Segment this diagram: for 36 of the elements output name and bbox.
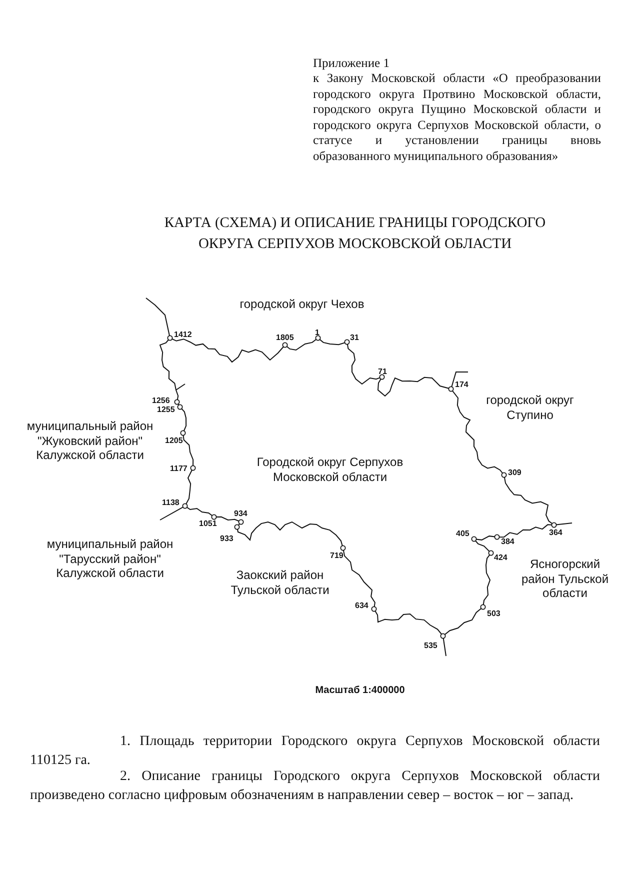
paragraph: 2. Описание границы Городского округа Серпухов Московской области произведено согласно цифровым обозначениям в направлении север – восток – юг – запад. xyxy=(30,768,600,804)
point-number: 1138 xyxy=(162,498,180,507)
point-number: 1805 xyxy=(276,333,294,342)
point-number: 503 xyxy=(487,609,500,618)
appendix-note: к Закону Московской области «О преобразовании городского округа Протвино Московской области, городского округа Пущино Московской области и городского округа Серпухов Московской области, о статусе и установлении границы вновь образованного муниципального образования» xyxy=(313,71,601,165)
point-number: 174 xyxy=(455,380,468,389)
point-number: 1205 xyxy=(165,436,183,445)
point-number: 71 xyxy=(378,367,387,376)
region-label: Городской округ Серпухов Московской области xyxy=(256,455,404,484)
point-number: 933 xyxy=(220,534,234,543)
point-number: 424 xyxy=(494,553,508,562)
region-label: муниципальный район "Жуковский район" Калужской области xyxy=(26,419,154,462)
region-label: Заокский район Тульской области xyxy=(230,568,330,597)
appendix-note: Приложение 1 xyxy=(313,56,390,72)
point-number: 634 xyxy=(355,601,368,610)
region-label: муниципальный район "Тарусский район" Калужской области xyxy=(46,537,174,580)
region-label: городской округ Ступино xyxy=(485,393,575,422)
point-number: 934 xyxy=(234,509,248,518)
point-number: 31 xyxy=(350,333,359,342)
scale-label: Масштаб 1:400000 xyxy=(314,685,406,697)
point-number: 1177 xyxy=(170,464,188,473)
region-label: Ясногорский район Тульской области xyxy=(520,557,610,600)
title: КАРТА (СХЕМА) И ОПИСАНИЕ ГРАНИЦЫ ГОРОДСКОГО ОКРУГА СЕРПУХОВ МОСКОВСКОЙ ОБЛАСТИ xyxy=(163,214,547,254)
point-number: 364 xyxy=(549,528,562,537)
paragraph: 1. Площадь территории Городского округа Серпухов Московской области 110125 га. xyxy=(30,733,600,770)
point-number: 309 xyxy=(508,468,522,477)
point-number: 1412 xyxy=(174,330,192,339)
point-number: 405 xyxy=(456,529,470,538)
point-number: 1051 xyxy=(199,519,217,528)
point-number: 384 xyxy=(501,537,514,546)
point-number: 1256 xyxy=(152,396,170,405)
point-number: 719 xyxy=(330,551,344,560)
region-label: городской округ Чехов xyxy=(238,297,366,312)
point-number: 535 xyxy=(424,641,438,650)
point-number: 1 xyxy=(315,328,320,337)
point-number: 1255 xyxy=(157,405,175,414)
